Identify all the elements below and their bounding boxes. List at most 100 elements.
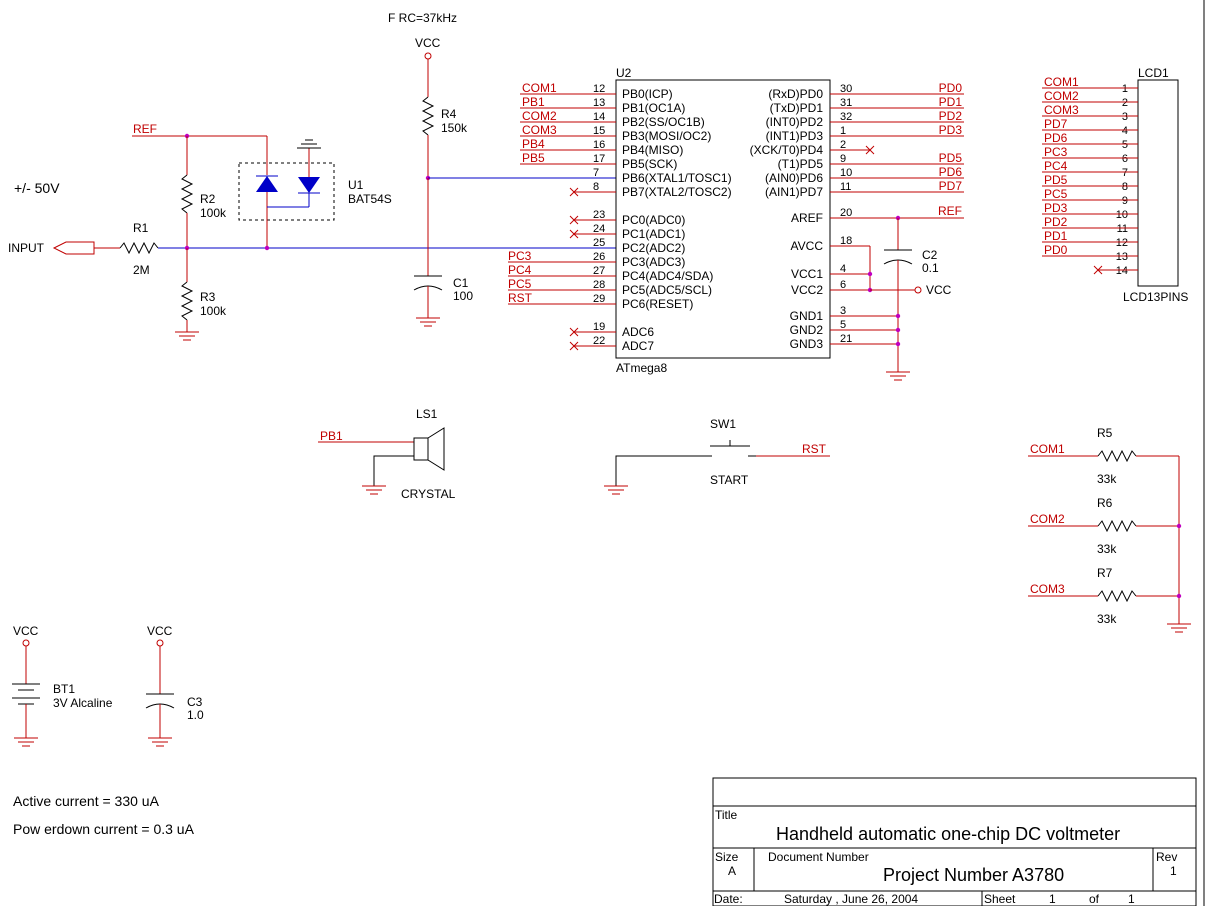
vcc-terminal bbox=[424, 52, 432, 60]
pin-name: (AIN0)PD6 bbox=[765, 171, 823, 185]
lcd-net-label: PD5 bbox=[1044, 173, 1068, 187]
pin-name: (AIN1)PD7 bbox=[765, 185, 823, 199]
ground-symbol bbox=[297, 139, 321, 149]
date-value: Saturday , June 26, 2004 bbox=[784, 892, 918, 906]
r2-ref: R2 bbox=[200, 192, 216, 206]
resistor-r7 bbox=[1028, 589, 1179, 603]
pin-net-label: PC3 bbox=[508, 249, 532, 263]
lcd-net-label: COM2 bbox=[1044, 89, 1079, 103]
pin-number: 7 bbox=[593, 167, 599, 179]
vcc-label-r4: VCC bbox=[415, 36, 441, 50]
lcd-pin-number: 1 bbox=[1122, 83, 1128, 95]
junction bbox=[895, 341, 901, 347]
ground-symbol bbox=[148, 737, 172, 747]
pin-number: 5 bbox=[840, 319, 846, 331]
lcd-pin-number: 4 bbox=[1122, 125, 1128, 137]
input-port-label: INPUT bbox=[8, 241, 45, 255]
lcd-net-label: PC5 bbox=[1044, 187, 1068, 201]
pin-name: PC5(ADC5/SCL) bbox=[622, 283, 712, 297]
ground-symbol bbox=[362, 485, 386, 495]
docnum-label: Document Number bbox=[768, 850, 869, 864]
pin-number: 26 bbox=[593, 251, 605, 263]
no-connect-mark bbox=[569, 341, 579, 351]
pin-net-label: PD5 bbox=[939, 151, 963, 165]
pin-name: VCC2 bbox=[791, 283, 823, 297]
pin-net-label: PD0 bbox=[939, 81, 963, 95]
rev-value: 1 bbox=[1170, 864, 1177, 878]
pin-name: PB0(ICP) bbox=[622, 87, 673, 101]
of-value: 1 bbox=[1128, 892, 1135, 906]
resistor-r5 bbox=[1028, 449, 1179, 463]
resistor-r1 bbox=[94, 241, 159, 255]
pin-name: PB6(XTAL1/TOSC1) bbox=[622, 171, 732, 185]
lcd-net-label: PD1 bbox=[1044, 229, 1068, 243]
pin-number: 31 bbox=[840, 97, 852, 109]
capacitor-c1 bbox=[413, 275, 443, 318]
lcd-net-label: COM1 bbox=[1044, 75, 1079, 89]
title-block bbox=[712, 777, 1197, 906]
pin-number: 30 bbox=[840, 83, 852, 95]
junction bbox=[1176, 523, 1182, 529]
vcc-label-c3: VCC bbox=[147, 624, 173, 638]
pin-name: ADC6 bbox=[622, 325, 654, 339]
resistor-r2 bbox=[180, 136, 194, 248]
lcd-pins: 1COM12COM23COM34PD75PD66PC37PC48PD59PC51… bbox=[1042, 75, 1138, 277]
c3-value: 1.0 bbox=[187, 708, 204, 722]
pin-name: PC3(ADC3) bbox=[622, 255, 685, 269]
pin-name: PC6(RESET) bbox=[622, 297, 693, 311]
r6-ref: R6 bbox=[1097, 496, 1113, 510]
pin-number: 14 bbox=[593, 111, 605, 123]
ls1-ref: LS1 bbox=[416, 407, 438, 421]
freq-label: F RC=37kHz bbox=[388, 11, 457, 25]
com3-net-label: COM3 bbox=[1030, 582, 1065, 596]
docnum-value: Project Number A3780 bbox=[883, 865, 1064, 885]
pin-net-label: COM2 bbox=[522, 109, 557, 123]
r7-ref: R7 bbox=[1097, 566, 1113, 580]
r1-ref: R1 bbox=[133, 221, 149, 235]
lcd-pin-number: 8 bbox=[1122, 181, 1128, 193]
pin-number: 2 bbox=[840, 139, 846, 151]
ground-symbol bbox=[604, 485, 628, 495]
resistor-r3 bbox=[180, 248, 194, 332]
pin-name: PC2(ADC2) bbox=[622, 241, 685, 255]
lcd-net-label: COM3 bbox=[1044, 103, 1079, 117]
pin-number: 1 bbox=[840, 125, 846, 137]
rev-label: Rev bbox=[1156, 850, 1177, 864]
sw1-value: START bbox=[710, 473, 749, 487]
vcc-label-mcu: VCC bbox=[926, 283, 952, 297]
pin-number: 23 bbox=[593, 209, 605, 221]
powerdown-current-note: Pow erdown current = 0.3 uA bbox=[13, 821, 195, 837]
pin-name: (TxD)PD1 bbox=[770, 101, 824, 115]
pin-name: PB5(SCK) bbox=[622, 157, 677, 171]
no-connect-mark bbox=[569, 229, 579, 239]
pin-number: 25 bbox=[593, 237, 605, 249]
lcd-pin-number: 10 bbox=[1116, 209, 1128, 221]
pin-number: 10 bbox=[840, 167, 852, 179]
pin-name: GND3 bbox=[790, 337, 824, 351]
resistor-r6 bbox=[1028, 519, 1179, 533]
pin-number: 28 bbox=[593, 279, 605, 291]
pin-number: 12 bbox=[593, 83, 605, 95]
ground-symbol bbox=[14, 737, 38, 747]
u1-value: BAT54S bbox=[348, 192, 392, 206]
c1-value: 100 bbox=[453, 289, 473, 303]
com1-net-label: COM1 bbox=[1030, 442, 1065, 456]
title-value: Handheld automatic one-chip DC voltmeter bbox=[776, 824, 1120, 844]
junction bbox=[1176, 593, 1182, 599]
pin-number: 3 bbox=[840, 305, 846, 317]
pin-number: 27 bbox=[593, 265, 605, 277]
lcd-pin-number: 6 bbox=[1122, 153, 1128, 165]
pin-net-label: PD1 bbox=[939, 95, 963, 109]
ls1-value: CRYSTAL bbox=[401, 487, 456, 501]
active-current-note: Active current = 330 uA bbox=[13, 793, 160, 809]
pin-name: GND1 bbox=[790, 309, 824, 323]
switch-sw1 bbox=[615, 440, 830, 486]
no-connect-mark bbox=[569, 215, 579, 225]
pin-number: 20 bbox=[840, 207, 852, 219]
diode-u1 bbox=[238, 136, 335, 248]
pin-number: 4 bbox=[840, 263, 846, 275]
no-connect-mark bbox=[569, 327, 579, 337]
pin-name: AREF bbox=[791, 211, 823, 225]
pin-name: PB3(MOSI/OC2) bbox=[622, 129, 711, 143]
